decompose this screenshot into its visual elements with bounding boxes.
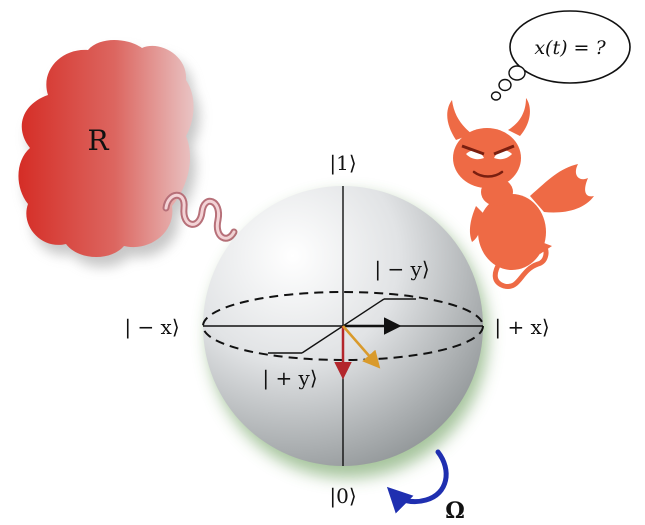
- thought-dot-medium: [498, 78, 512, 92]
- state-left: | − x⟩: [124, 315, 179, 340]
- devil-left-horn: [447, 100, 472, 140]
- devil-right-horn: [508, 98, 530, 136]
- reservoir: R: [18, 40, 200, 268]
- thought-cloud: [509, 10, 631, 84]
- rotation-label: Ω: [445, 498, 465, 524]
- devil-tail-tip: [536, 240, 552, 254]
- thought-dot-small: [490, 91, 502, 101]
- reservoir-label: R: [87, 124, 109, 157]
- devil-tail: [492, 243, 549, 289]
- devil-neck: [481, 178, 513, 206]
- devil-mouth: [472, 170, 504, 178]
- devil-right-brow: [493, 144, 515, 156]
- devil-wing: [530, 164, 594, 213]
- state-north: |1⟩: [329, 151, 356, 176]
- vector-diagonal: [342, 325, 381, 369]
- state-south: |0⟩: [329, 484, 356, 509]
- devil-icon: [447, 98, 594, 289]
- thought-text: x(t) = ?: [534, 37, 606, 59]
- bloch-sphere: [202, 186, 488, 478]
- state-front: | + y⟩: [262, 366, 317, 391]
- state-back: | − y⟩: [374, 257, 429, 282]
- devil-head: [453, 128, 521, 188]
- wavy-coupling-inner: [164, 193, 236, 240]
- state-right: | + x⟩: [494, 315, 549, 340]
- rotation-arrow: [386, 449, 449, 514]
- devil-arm: [469, 206, 486, 242]
- devil-body: [478, 194, 546, 270]
- reservoir-blob: [18, 40, 194, 258]
- devil-left-brow: [461, 144, 485, 156]
- thought-dot-large: [508, 65, 526, 81]
- thought-bubble: x(t) = ?: [490, 10, 631, 101]
